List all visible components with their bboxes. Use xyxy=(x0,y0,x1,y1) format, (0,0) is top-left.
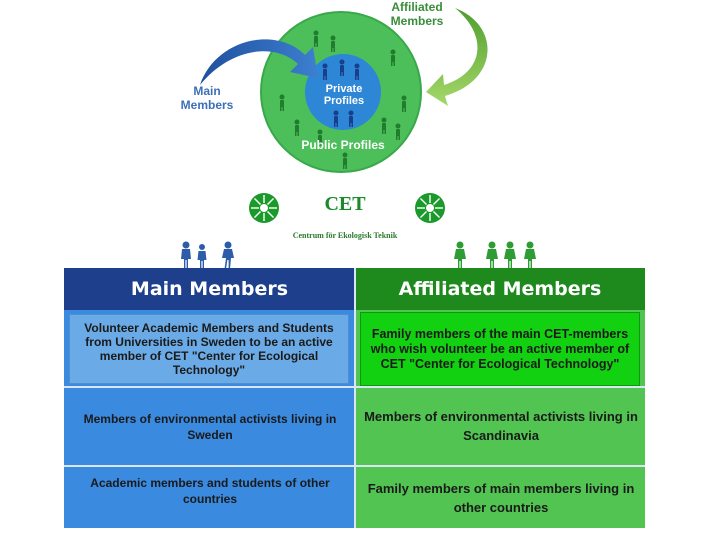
cet-logo-left-icon xyxy=(249,193,279,223)
affiliated-members-row-1: Family members of the main CET-members w… xyxy=(360,312,640,386)
public-people-icons xyxy=(279,30,407,169)
public-profiles-label: Public Profiles xyxy=(301,138,385,152)
affiliated-members-arrow-text: Affiliated Members xyxy=(390,0,444,28)
affiliated-row-2-text: Members of environmental activists livin… xyxy=(364,409,638,443)
main-row-1-text: Volunteer Academic Members and Students … xyxy=(84,321,334,377)
affiliated-members-header: Affiliated Members xyxy=(355,268,645,310)
affiliated-members-row-3: Family members of main members living in… xyxy=(360,468,642,528)
main-members-row-2: Members of environmental activists livin… xyxy=(76,390,344,464)
membership-diagram xyxy=(200,8,488,173)
main-members-row-3: Academic members and students of other c… xyxy=(76,468,344,514)
affiliated-members-row-2: Members of environmental activists livin… xyxy=(360,390,642,462)
affiliated-members-arrow-label: Affiliated Members xyxy=(386,0,448,28)
main-members-arrow-text: Main Members xyxy=(180,84,234,112)
affiliated-row-1-text: Family members of the main CET-members w… xyxy=(370,326,630,371)
cet-logo-title: CET xyxy=(324,193,366,215)
private-profiles-label: Private Profiles xyxy=(313,83,375,107)
main-members-header: Main Members xyxy=(64,268,355,310)
private-people-icons xyxy=(322,59,360,127)
main-members-arrow xyxy=(200,39,318,85)
cet-logo-right-icon xyxy=(415,193,445,223)
affiliated-row-3-text: Family members of main members living in… xyxy=(367,481,635,515)
main-members-people-icon xyxy=(181,241,234,269)
main-row-2-text: Members of environmental activists livin… xyxy=(83,412,337,442)
cet-logo-subtitle: Centrum för Ekologisk Teknik xyxy=(292,231,398,240)
main-members-arrow-label: Main Members xyxy=(172,84,242,112)
main-row-3-text: Academic members and students of other c… xyxy=(90,476,330,506)
column-divider xyxy=(354,268,356,528)
affiliated-members-arrow xyxy=(426,8,488,106)
affiliated-members-people-icon xyxy=(454,241,536,270)
private-profiles-text: Private Profiles xyxy=(323,83,365,107)
main-members-row-1: Volunteer Academic Members and Students … xyxy=(69,314,349,384)
